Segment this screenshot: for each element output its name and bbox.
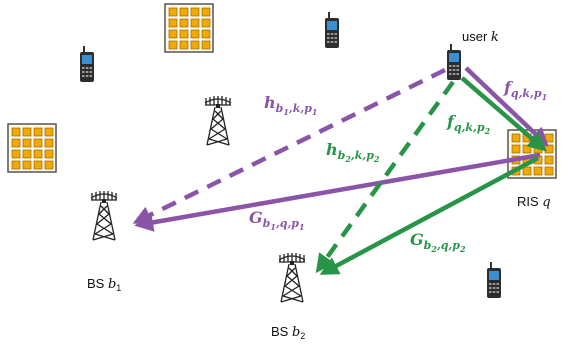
base-station-icon (204, 95, 232, 146)
label-h-b1-k-p1: hb1,k,p1 (264, 93, 317, 117)
channel-f-p2-arrow (460, 76, 547, 152)
bs-b1-tower-icon (90, 190, 118, 241)
label-G-b2-q-p2: Gb2,q,p2 (410, 230, 466, 254)
channel-G-b2-arrow (319, 156, 540, 275)
channel-h-b2-arrow (315, 80, 455, 274)
channel-G-b1-arrow (134, 152, 541, 232)
ris-label: RIS q (517, 194, 551, 210)
user-k-phone-icon (447, 44, 461, 80)
label-G-b1-q-p1: Gb1,q,p1 (249, 208, 305, 232)
phone-icon (325, 12, 339, 48)
user-label: user k (462, 29, 499, 45)
label-f-q-k-p1: fq,k,p1 (503, 78, 547, 102)
label-f-q-k-p2: fq,k,p2 (446, 112, 491, 136)
label-h-b2-k-p2: hb2,k,p2 (326, 140, 380, 164)
bs-b1-label: BS b1 (87, 276, 121, 293)
phone-icon (80, 46, 94, 82)
channel-h-b1-arrow (132, 67, 446, 225)
bs-b2-label: BS b2 (271, 324, 305, 341)
phone-icon (487, 262, 501, 298)
bs-b2-tower-icon (278, 252, 306, 303)
ris-panel-icon (164, 3, 214, 53)
ris-panel-icon (7, 123, 57, 173)
channel-f-p1-arrow (464, 66, 549, 147)
